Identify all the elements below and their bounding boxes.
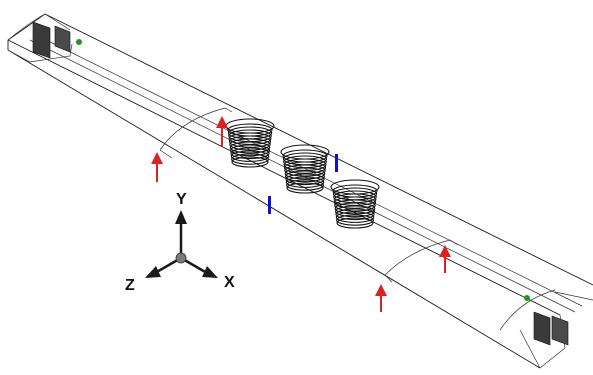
spring-coil-turn (286, 182, 324, 194)
right-end-arc (499, 289, 556, 331)
load-arrow-1[interactable] (151, 152, 163, 182)
axis-triad: Y Z X (125, 191, 235, 294)
left-end-box (7, 43, 73, 63)
coil-spring-icon[interactable] (225, 118, 275, 168)
spring-coil-turn (336, 214, 374, 226)
load-arrow-3[interactable] (439, 245, 451, 273)
spring-top-ring (330, 179, 380, 195)
left-end-arc (7, 13, 46, 41)
spring-coil-turn (231, 156, 269, 168)
section-arc-1 (159, 107, 233, 151)
spring-coil-turn (336, 217, 374, 229)
spring-coil-turn (286, 179, 324, 191)
node-right[interactable] (524, 295, 530, 301)
axis-origin (175, 252, 187, 264)
load-arrows (151, 116, 451, 312)
section-arc-2-lower (384, 274, 393, 283)
beam-top-front-edge (7, 39, 561, 316)
spring-coil-turn (333, 196, 377, 209)
y-axis-arrow-icon (175, 210, 187, 224)
dark-block-icon (54, 25, 71, 53)
spring-coil-turn (229, 138, 271, 151)
z-axis-label: Z (125, 277, 135, 294)
beam-top-left-edge (7, 13, 46, 41)
spring-coil-turn (334, 199, 376, 212)
dark-block-icon (32, 21, 51, 59)
spring-coil-turn (285, 173, 325, 186)
spring-coil-turn (230, 147, 270, 160)
spring-coil-turn (284, 167, 326, 180)
red-arrow-up-icon (216, 116, 228, 128)
dark-block-icon (533, 311, 551, 346)
load-arrow-4[interactable] (375, 284, 387, 312)
support-block-left[interactable] (32, 21, 71, 59)
spring-coil-turn (335, 208, 375, 221)
node-left[interactable] (76, 39, 82, 45)
beam-bottom-front-edge (7, 49, 541, 369)
spring-coil-turn (229, 141, 271, 154)
spring-coil-turn (284, 170, 326, 183)
x-axis-arrow-icon (202, 266, 218, 278)
red-arrow-up-icon (375, 284, 387, 296)
right-end-box-back (554, 291, 593, 301)
beam-wireframe (7, 13, 593, 369)
spring-coil-turn (285, 176, 325, 188)
marker-blue-1[interactable] (335, 154, 338, 172)
red-arrow-up-icon (151, 152, 163, 164)
spring-coil-turn (334, 205, 376, 218)
spring-coil-turn (229, 144, 271, 157)
support-block-right[interactable] (533, 311, 569, 346)
springs-group (225, 118, 380, 229)
coil-spring-icon[interactable] (330, 179, 380, 229)
dark-block-icon (551, 315, 569, 346)
spring-coil-turn (231, 153, 269, 165)
y-axis-label: Y (176, 191, 187, 208)
beam-top-back-edge (44, 13, 593, 286)
spring-coil-turn (228, 135, 272, 148)
marker-blue-2[interactable] (268, 196, 271, 214)
section-arc-2 (384, 239, 459, 276)
section-arc-1-lower (159, 149, 173, 159)
x-axis-label: X (224, 274, 235, 291)
spring-coil-turn (284, 164, 326, 177)
spring-coil-turn (335, 211, 375, 223)
spring-top-ring (280, 144, 330, 160)
spring-coil-turn (334, 202, 376, 215)
coil-spring-icon[interactable] (280, 144, 330, 194)
spring-coil-turn (283, 161, 327, 174)
left-end-box-top (44, 13, 71, 31)
load-arrow-2[interactable] (216, 116, 228, 146)
z-axis-arrow-icon (145, 266, 161, 278)
spring-coil-turn (230, 150, 270, 162)
red-arrow-up-icon (439, 245, 451, 257)
